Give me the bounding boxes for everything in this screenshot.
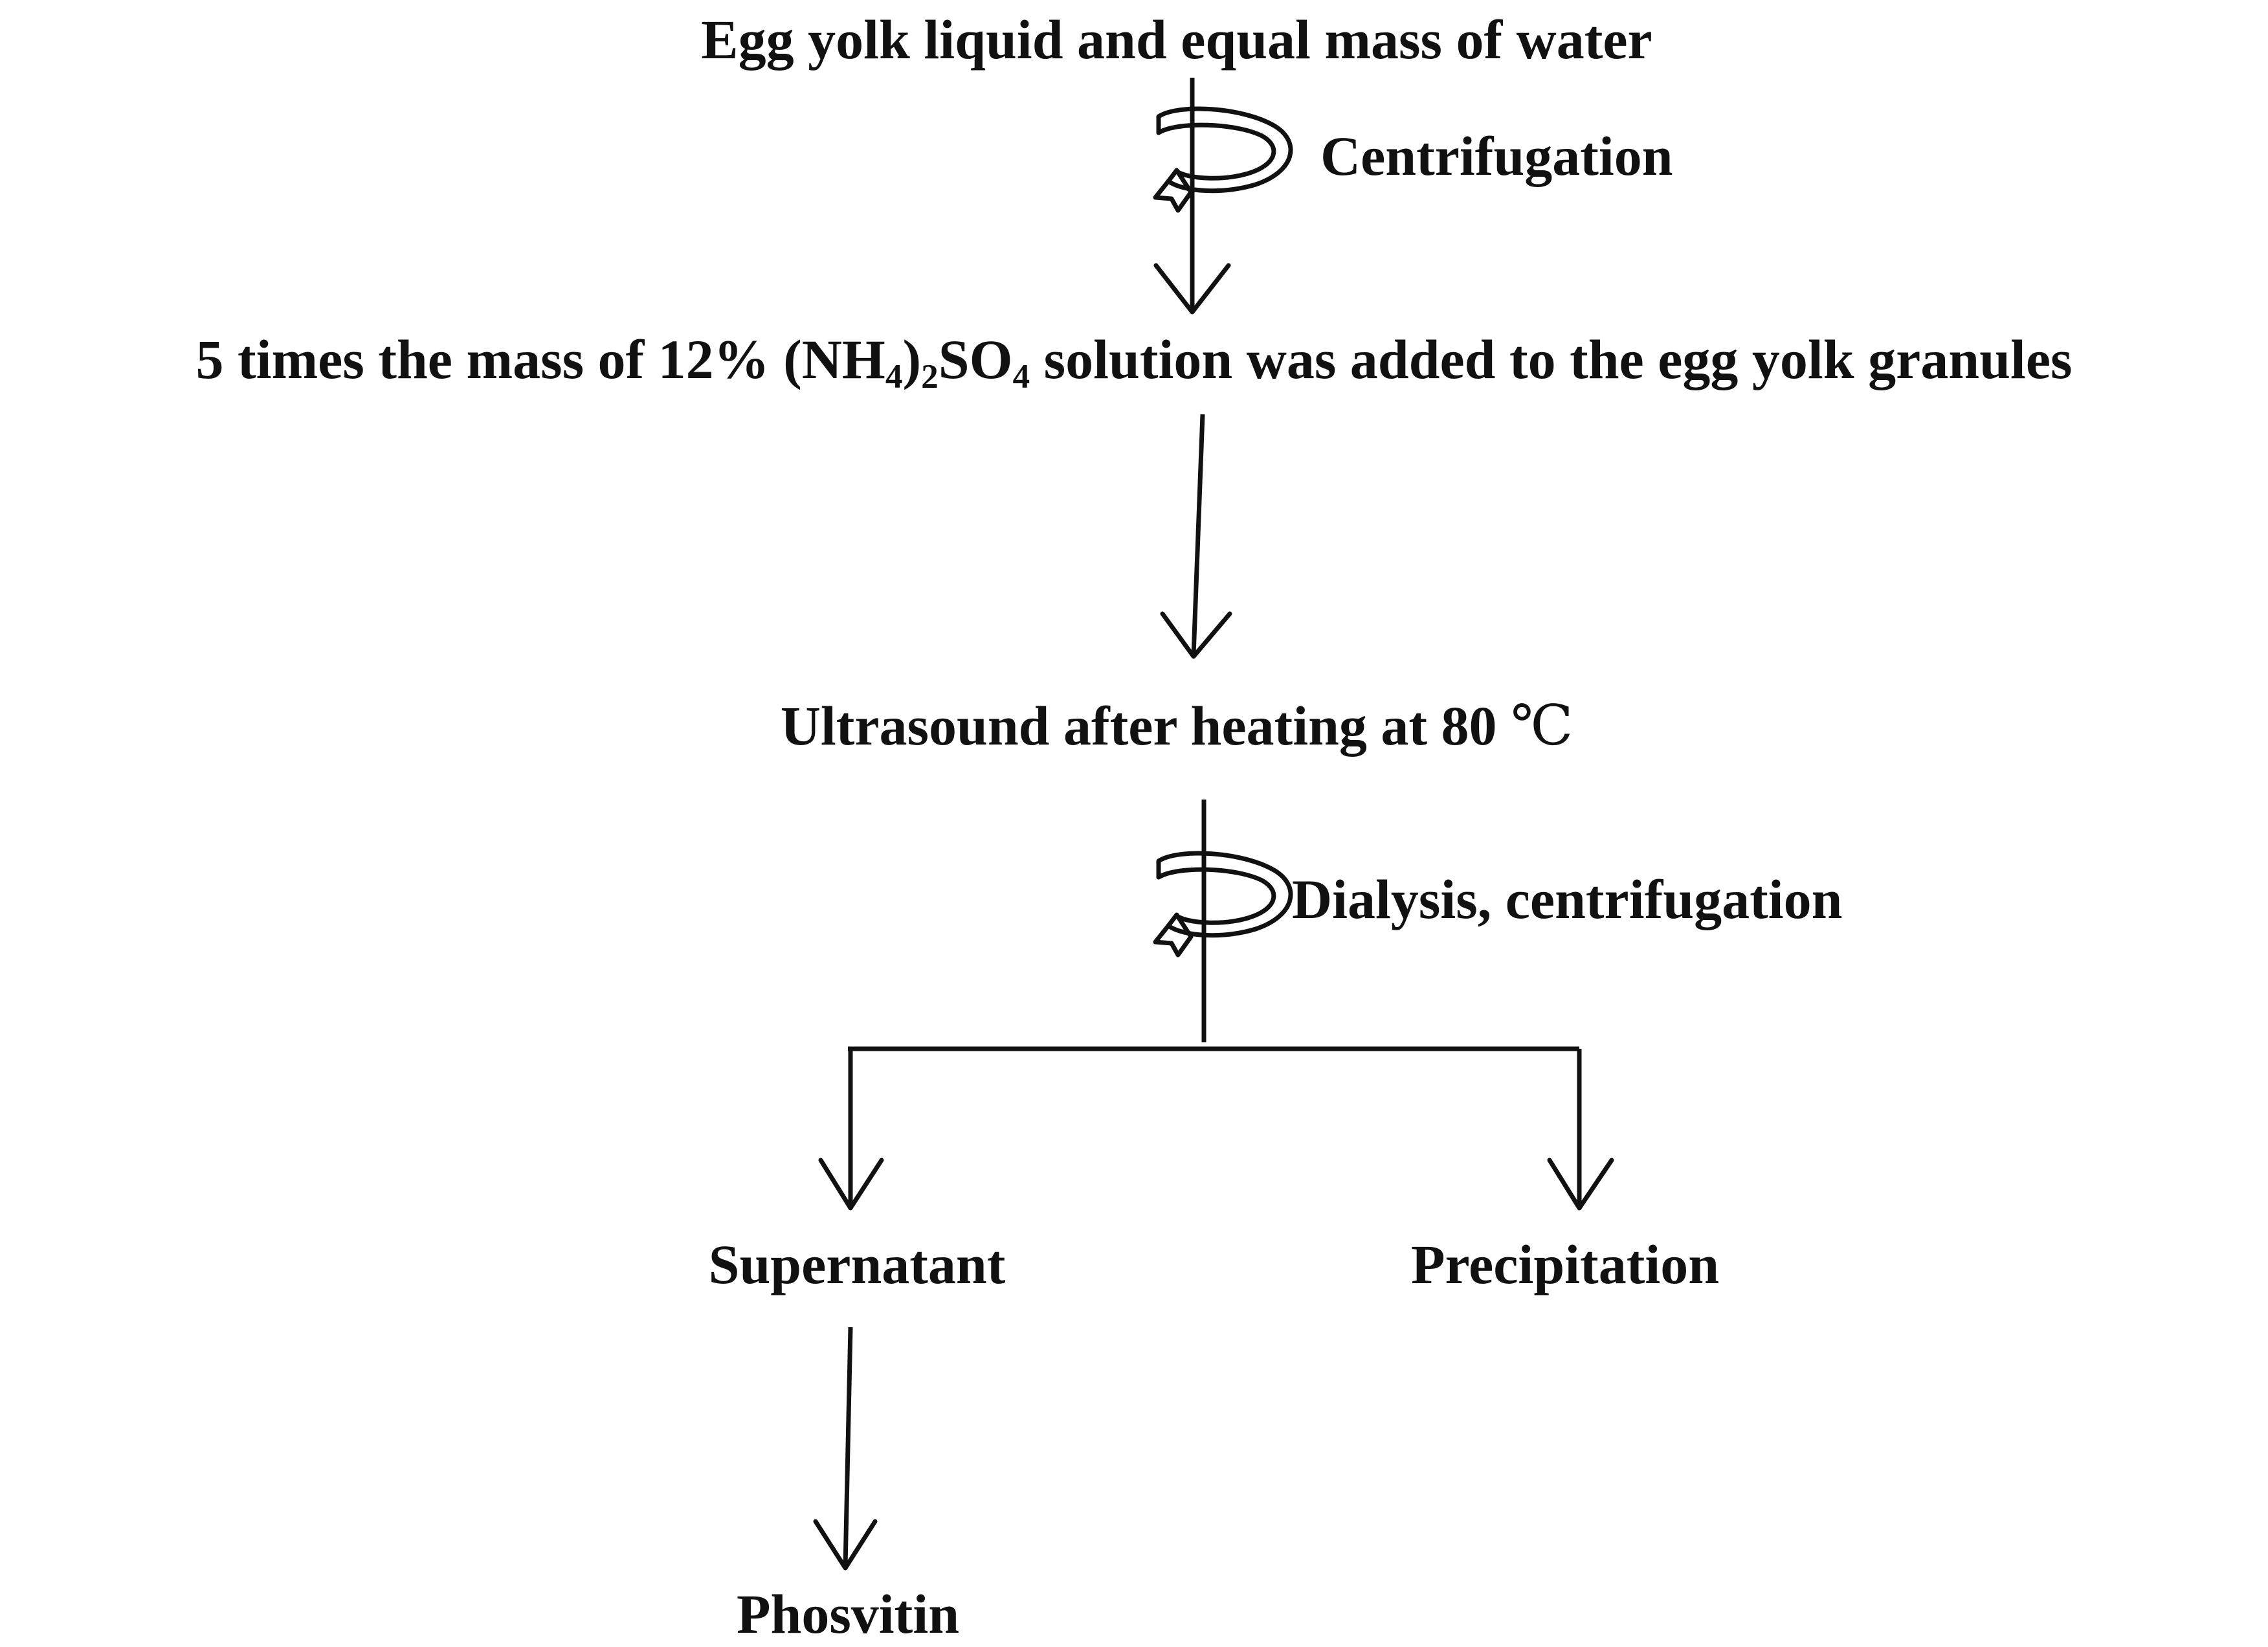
step3-text: Ultrasound after heating at 80 (780, 695, 1511, 757)
label-centrifugation: Centrifugation (1320, 125, 1673, 187)
label-dialysis-centrifugation: Dialysis, centrifugation (1292, 868, 1843, 930)
step2-sub1: 4 (885, 356, 903, 396)
node-step3: Ultrasound after heating at 80 ℃ (781, 698, 1573, 754)
step2-sub3: 4 (1012, 356, 1030, 396)
branch-connector (818, 1046, 1614, 1211)
step2-suffix: solution was added to the egg yolk granu… (1030, 328, 2073, 390)
node-phosvitin: Phosvitin (736, 1583, 960, 1645)
step3-unit: ℃ (1511, 695, 1573, 757)
rotation-icon (1155, 853, 1291, 955)
arrow-down-icon (1547, 1158, 1614, 1211)
step2-mid: SO (938, 328, 1013, 390)
arrow-step2-to-step3 (1160, 414, 1232, 659)
arrow-down-icon (1153, 263, 1231, 315)
node-step2: 5 times the mass of 12% (NH4)2SO4 soluti… (195, 328, 2073, 394)
step2-paren: ) (902, 328, 922, 390)
node-precipitation: Precipitation (1410, 1233, 1720, 1295)
arrow-down-icon (818, 1158, 884, 1211)
arrow-down-icon (813, 1519, 878, 1571)
arrow-down-icon (1160, 611, 1232, 659)
node-start: Egg yolk liquid and equal mass of water (701, 8, 1652, 71)
rotation-icon (1155, 109, 1291, 210)
arrow-supernatant-to-phosvitin (813, 1327, 878, 1571)
step2-prefix: 5 times the mass of 12% (NH (195, 328, 885, 390)
node-supernatant: Supernatant (708, 1233, 1006, 1295)
step2-sub2: 2 (921, 356, 939, 396)
